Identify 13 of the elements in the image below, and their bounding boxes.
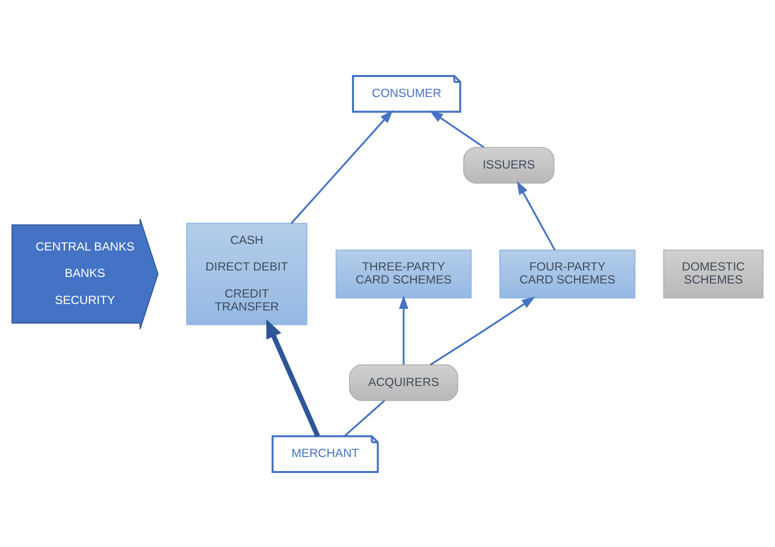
arrow (429, 110, 484, 148)
node-box: ISSUERS (463, 146, 555, 184)
node-box: CASH DIRECT DEBIT CREDIT TRANSFER (186, 222, 308, 325)
arrow (430, 296, 536, 366)
node-box: FOUR-PARTY CARD SCHEMES (499, 249, 636, 298)
node-box: DOMESTIC SCHEMES (663, 249, 764, 298)
arrow (398, 294, 408, 364)
arrow (290, 109, 394, 224)
node-box: ACQUIRERS (349, 364, 458, 401)
arrow (266, 318, 320, 437)
connector (344, 400, 386, 436)
arrow (516, 180, 556, 250)
node-box: THREE-PARTY CARD SCHEMES (336, 249, 472, 298)
